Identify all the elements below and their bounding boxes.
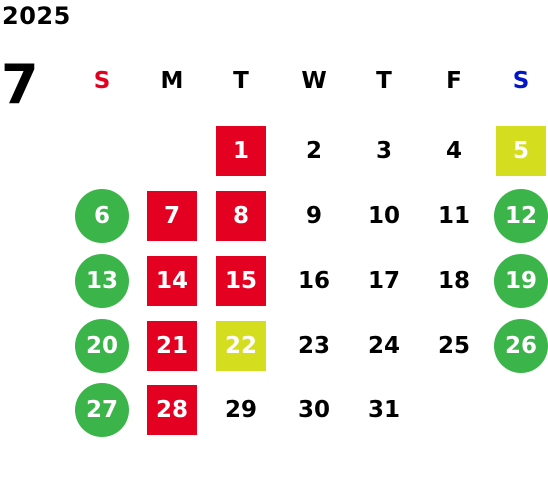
calendar-day: 31 bbox=[367, 397, 400, 423]
calendar-day: 17 bbox=[367, 268, 400, 294]
calendar-day: 21 bbox=[147, 321, 197, 371]
calendar-day: 16 bbox=[297, 268, 330, 294]
calendar-day: 3 bbox=[375, 138, 392, 164]
calendar-day: 7 bbox=[147, 191, 197, 241]
weekday-header: S bbox=[512, 68, 530, 94]
calendar-day: 14 bbox=[147, 256, 197, 306]
calendar-day: 2 bbox=[305, 138, 322, 164]
calendar-day: 26 bbox=[494, 319, 548, 373]
calendar-day: 11 bbox=[437, 203, 470, 229]
calendar-day: 27 bbox=[75, 383, 129, 437]
calendar-day: 6 bbox=[75, 189, 129, 243]
calendar-day: 4 bbox=[445, 138, 462, 164]
calendar-day: 12 bbox=[494, 189, 548, 243]
weekday-header: F bbox=[446, 68, 462, 94]
calendar-day: 23 bbox=[297, 333, 330, 359]
calendar-day: 9 bbox=[305, 203, 322, 229]
calendar-day: 19 bbox=[494, 254, 548, 308]
calendar-day: 30 bbox=[297, 397, 330, 423]
calendar-day: 29 bbox=[224, 397, 257, 423]
weekday-header: S bbox=[93, 68, 111, 94]
calendar-day: 5 bbox=[496, 126, 546, 176]
weekday-header: T bbox=[233, 68, 249, 94]
calendar-day: 1 bbox=[216, 126, 266, 176]
weekday-header: T bbox=[376, 68, 392, 94]
calendar-day: 10 bbox=[367, 203, 400, 229]
calendar-day: 15 bbox=[216, 256, 266, 306]
calendar-day: 20 bbox=[75, 319, 129, 373]
calendar-day: 25 bbox=[437, 333, 470, 359]
calendar-day: 24 bbox=[367, 333, 400, 359]
calendar-day: 13 bbox=[75, 254, 129, 308]
calendar-month: 7 bbox=[1, 53, 39, 116]
weekday-header: M bbox=[160, 68, 184, 94]
calendar-day: 22 bbox=[216, 321, 266, 371]
calendar-day: 18 bbox=[437, 268, 470, 294]
weekday-header: W bbox=[301, 68, 327, 94]
calendar-year: 2025 bbox=[2, 2, 71, 30]
calendar-day: 8 bbox=[216, 191, 266, 241]
calendar-day: 28 bbox=[147, 385, 197, 435]
